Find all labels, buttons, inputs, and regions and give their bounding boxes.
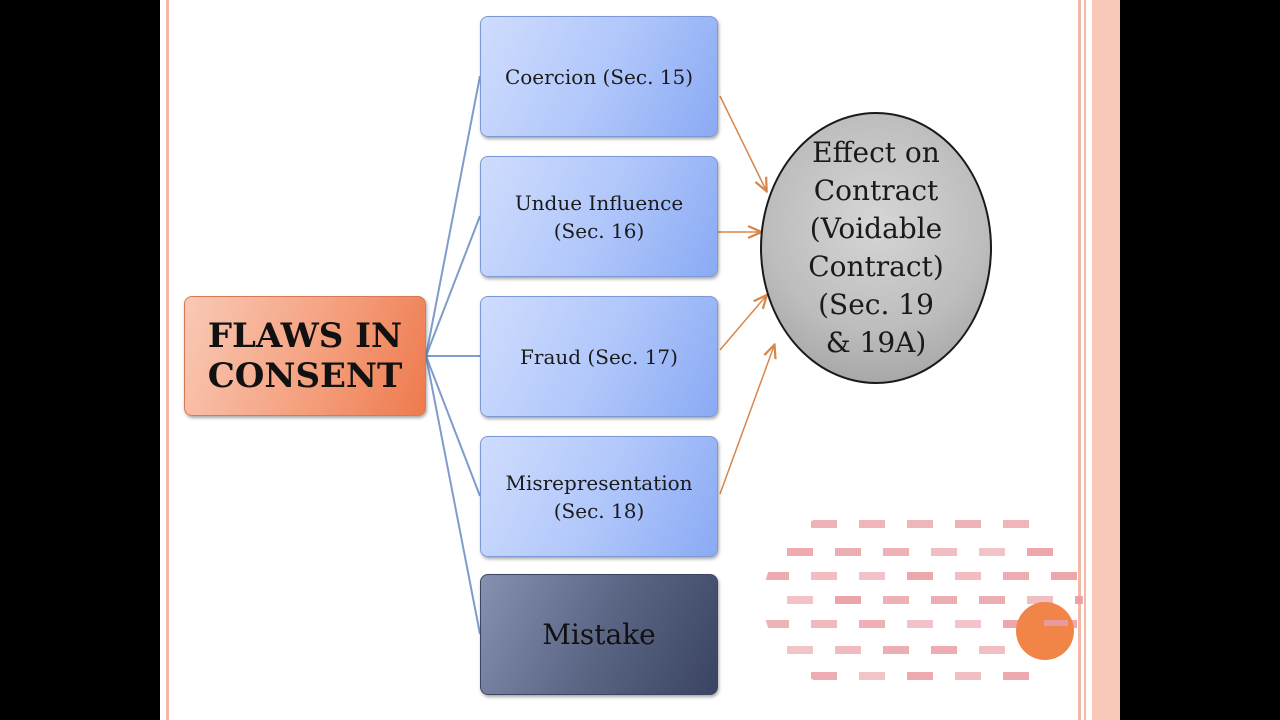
orange-dot-decoration: [1016, 602, 1074, 660]
ghost-stripe: [835, 548, 861, 556]
item-label: Fraud (Sec. 17): [520, 343, 678, 371]
ghost-stripe: [763, 520, 789, 528]
ghost-stripe: [811, 520, 837, 528]
ghost-stripe: [1075, 548, 1083, 556]
ghost-stripe: [811, 620, 837, 628]
ghost-stripe: [955, 672, 981, 680]
source-box: FLAWS IN CONSENT: [184, 296, 426, 416]
ghost-stripe: [955, 620, 981, 628]
ghost-stripe: [883, 596, 909, 604]
ghost-stripe: [979, 646, 1005, 654]
dot-stripe-decoration: [1044, 620, 1068, 626]
ghost-stripe: [859, 572, 885, 580]
ghost-stripe: [835, 596, 861, 604]
animation-ghost-overlay: [763, 490, 1083, 710]
ghost-stripe: [787, 646, 813, 654]
ghost-stripe: [763, 620, 789, 628]
ghost-stripe: [931, 548, 957, 556]
ghost-stripe: [907, 520, 933, 528]
ghost-stripe: [835, 646, 861, 654]
ghost-stripe: [811, 572, 837, 580]
ghost-stripe: [859, 672, 885, 680]
ghost-stripe: [955, 572, 981, 580]
ghost-stripe: [763, 572, 789, 580]
effect-label: Effect on Contract (Voidable Contract) (…: [808, 134, 944, 362]
ghost-stripe: [1051, 520, 1077, 528]
ghost-stripe: [1051, 672, 1077, 680]
ghost-stripe: [931, 646, 957, 654]
ghost-stripe: [883, 646, 909, 654]
ghost-stripe: [1075, 596, 1083, 604]
item-box-misrepresentation: Misrepresentation (Sec. 18): [480, 436, 718, 557]
item-label: Misrepresentation (Sec. 18): [505, 469, 692, 525]
connector-mistake: [426, 356, 480, 634]
item-box-fraud: Fraud (Sec. 17): [480, 296, 718, 417]
ghost-stripe: [907, 672, 933, 680]
item-box-mistake: Mistake: [480, 574, 718, 695]
arrow-fraud-effect: [720, 296, 766, 350]
ghost-stripe: [1003, 520, 1029, 528]
ghost-stripe: [907, 620, 933, 628]
arrow-coercion-effect: [720, 96, 766, 190]
ghost-stripe: [787, 596, 813, 604]
ghost-stripe: [859, 520, 885, 528]
ghost-stripe: [1075, 646, 1083, 654]
ghost-stripe: [1027, 548, 1053, 556]
ghost-stripe: [811, 672, 837, 680]
ghost-stripe: [763, 672, 789, 680]
ghost-stripe: [1003, 572, 1029, 580]
source-label: FLAWS IN CONSENT: [208, 316, 403, 396]
item-label: Coercion (Sec. 15): [505, 63, 693, 91]
item-label: Undue Influence (Sec. 16): [515, 189, 683, 245]
item-box-undue-influence: Undue Influence (Sec. 16): [480, 156, 718, 277]
ghost-stripe: [859, 620, 885, 628]
ghost-stripe: [883, 548, 909, 556]
item-label: Mistake: [542, 618, 655, 651]
ghost-stripe: [787, 548, 813, 556]
ghost-stripe: [1003, 672, 1029, 680]
connector-misrepresentation: [426, 356, 480, 496]
connector-coercion: [426, 76, 480, 356]
ghost-stripe: [955, 520, 981, 528]
connector-undue-influence: [426, 216, 480, 356]
item-box-coercion: Coercion (Sec. 15): [480, 16, 718, 137]
ghost-stripe: [1051, 572, 1077, 580]
effect-circle: Effect on Contract (Voidable Contract) (…: [760, 112, 992, 384]
slide: FLAWS IN CONSENT Coercion (Sec. 15) Undu…: [160, 0, 1120, 720]
arrow-misrepresentation-effect: [720, 346, 774, 494]
ghost-stripe: [979, 548, 1005, 556]
ghost-stripe: [931, 596, 957, 604]
ghost-stripe: [907, 572, 933, 580]
ghost-stripe: [979, 596, 1005, 604]
